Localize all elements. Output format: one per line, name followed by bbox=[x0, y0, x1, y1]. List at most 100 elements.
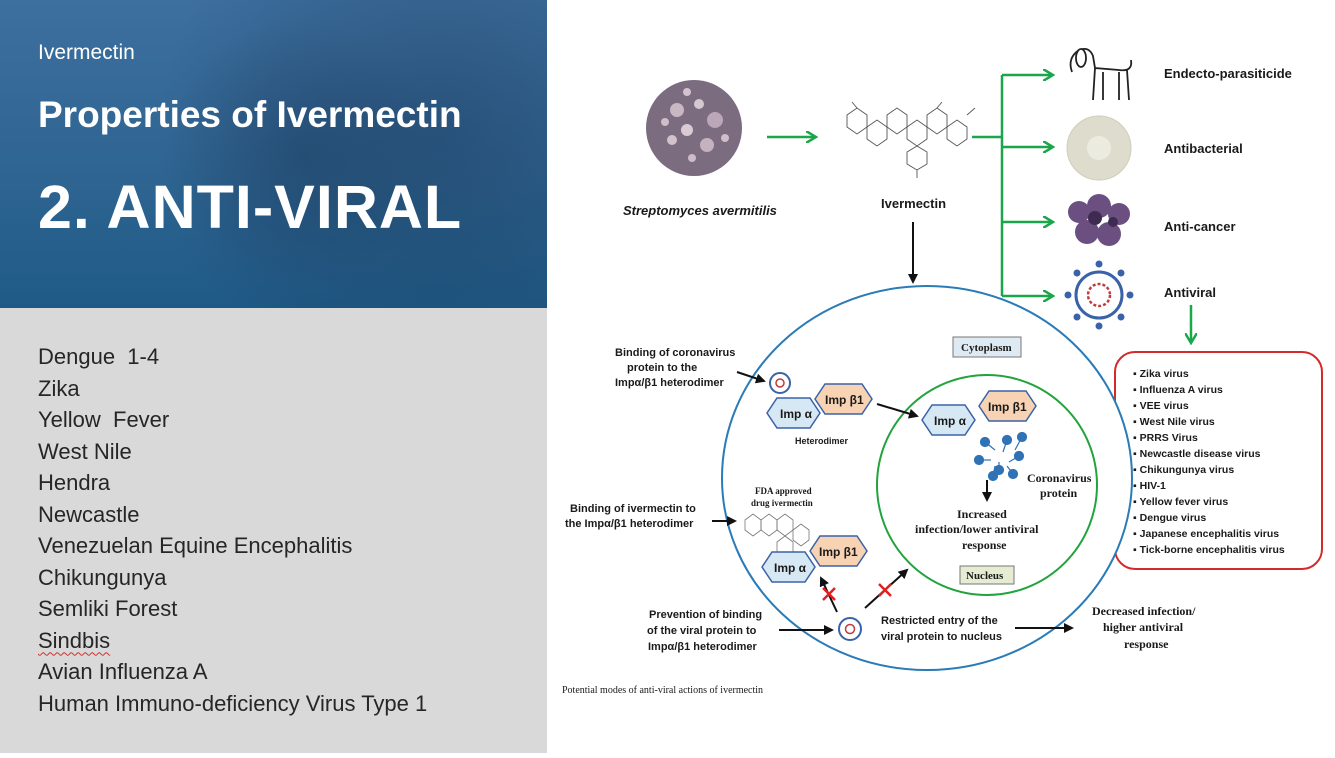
list-item: Yellow Fever bbox=[38, 407, 170, 432]
list-item: Sindbis bbox=[38, 627, 111, 653]
svg-text:▪ Newcastle disease virus: ▪ Newcastle disease virus bbox=[1133, 448, 1261, 460]
list-item: HIV-1 bbox=[1140, 480, 1166, 492]
list-item: Yellow fever virus bbox=[1139, 496, 1228, 508]
coronavirus-protein-label: Coronavirus protein bbox=[1027, 471, 1092, 500]
streptomyces-plate-icon bbox=[646, 80, 742, 176]
background-photo bbox=[0, 0, 547, 308]
svg-text:Imp β1: Imp β1 bbox=[988, 400, 1027, 414]
list-item: Human Immuno-deficiency Virus Type 1 bbox=[38, 690, 428, 716]
svg-text:response: response bbox=[962, 538, 1007, 552]
svg-text:▪ VEE virus: ▪ VEE virus bbox=[1133, 400, 1189, 412]
figure-caption: Potential modes of anti-viral actions of… bbox=[562, 685, 763, 696]
drug-label: Ivermectin bbox=[881, 196, 946, 211]
list-item: Newcastle disease virus bbox=[1140, 448, 1261, 460]
svg-text:Imp β1: Imp β1 bbox=[825, 393, 864, 407]
svg-text:Coronavirus: Coronavirus bbox=[1027, 471, 1092, 485]
virus-list-panel: Dengue 1-4 Zika Yellow Fever West Nile H… bbox=[0, 308, 547, 753]
property-label: Antibacterial bbox=[1164, 141, 1243, 156]
slide-subtitle: Ivermectin bbox=[38, 41, 135, 64]
svg-text:Restricted entry of the: Restricted entry of the bbox=[881, 615, 998, 627]
list-item: West Nile bbox=[38, 438, 132, 464]
svg-text:of the viral protein to: of the viral protein to bbox=[647, 625, 757, 637]
svg-text:▪ Influenza A virus: ▪ Influenza A virus bbox=[1133, 384, 1223, 396]
list-item: West Nile virus bbox=[1140, 416, 1215, 428]
svg-text:Heterodimer: Heterodimer bbox=[795, 436, 849, 446]
nucleus-outline bbox=[876, 374, 1098, 596]
list-item: Zika virus bbox=[1140, 368, 1189, 380]
svg-text:Impα/β1 heterodimer: Impα/β1 heterodimer bbox=[615, 377, 725, 389]
svg-text:Increased: Increased bbox=[957, 507, 1007, 521]
svg-text:higher antiviral: higher antiviral bbox=[1103, 620, 1184, 634]
svg-text:▪ Chikungunya virus: ▪ Chikungunya virus bbox=[1133, 464, 1234, 476]
list-item: Chikungunya bbox=[38, 564, 167, 590]
property-label: Anti-cancer bbox=[1164, 219, 1236, 234]
small-virus-icon bbox=[838, 617, 862, 641]
prevention-label: Prevention of binding of the viral prote… bbox=[647, 609, 762, 653]
cytoplasm-label-box bbox=[952, 336, 1022, 358]
property-label: Antiviral bbox=[1164, 285, 1216, 300]
binding-ivermectin-label: Binding of ivermectin to the Impα/β1 het… bbox=[565, 503, 696, 530]
list-item: Dengue virus bbox=[1140, 512, 1207, 524]
svg-text:Imp α: Imp α bbox=[774, 561, 807, 575]
svg-text:Imp α: Imp α bbox=[780, 407, 813, 421]
svg-text:▪ Japanese encephalitis virus: ▪ Japanese encephalitis virus bbox=[1133, 528, 1279, 540]
svg-text:viral protein to nucleus: viral protein to nucleus bbox=[881, 631, 1002, 643]
ivermectin-diagram: Streptomyces avermitilis Ivermectin bbox=[547, 0, 1335, 753]
cytoplasm-label: Cytoplasm bbox=[961, 342, 1012, 354]
cancer-cells-icon bbox=[1068, 194, 1130, 246]
nucleus-label: Nucleus bbox=[966, 570, 1004, 582]
fda-label: FDA approved drug ivermectin bbox=[751, 486, 813, 508]
property-label: Endecto-parasiticide bbox=[1164, 66, 1292, 81]
list-item: Japanese encephalitis virus bbox=[1140, 528, 1280, 540]
svg-text:▪ Dengue virus: ▪ Dengue virus bbox=[1133, 512, 1206, 524]
list-item: Hendra bbox=[38, 470, 111, 495]
increased-infection-label: Increased infection/lower antiviral resp… bbox=[915, 507, 1039, 552]
small-virus-icon bbox=[769, 372, 791, 394]
svg-text:drug ivermectin: drug ivermectin bbox=[751, 498, 813, 508]
property-arrows bbox=[972, 75, 1191, 342]
list-item: PRRS Virus bbox=[1140, 432, 1198, 444]
nucleus-label-box bbox=[959, 565, 1015, 585]
heterodimer-left: Imp α Imp β1 Heterodimer bbox=[766, 383, 873, 446]
list-item: Newcastle bbox=[38, 501, 140, 527]
list-item: VEE virus bbox=[1140, 400, 1189, 412]
svg-text:▪ Tick-borne encephalitis viru: ▪ Tick-borne encephalitis virus bbox=[1133, 544, 1285, 556]
cell-outline bbox=[721, 285, 1133, 671]
svg-text:▪ Zika virus: ▪ Zika virus bbox=[1133, 368, 1189, 380]
svg-text:protein: protein bbox=[1040, 486, 1077, 500]
list-item: Venezuelan Equine Encephalitis bbox=[38, 533, 353, 558]
source-label: Streptomyces avermitilis bbox=[623, 203, 777, 218]
binding-coronavirus-label: Binding of coronavirus protein to the Im… bbox=[615, 347, 735, 389]
decreased-infection-label: Decreased infection/ higher antiviral re… bbox=[1092, 604, 1196, 651]
virus-icon bbox=[1064, 260, 1134, 330]
svg-text:Binding of ivermectin to: Binding of ivermectin to bbox=[570, 503, 696, 515]
svg-text:Imp α: Imp α bbox=[934, 414, 967, 428]
list-item: Avian Influenza A bbox=[38, 659, 208, 684]
slide-title: Properties of Ivermectin bbox=[38, 94, 462, 135]
svg-text:response: response bbox=[1124, 637, 1169, 651]
list-item: Semliki Forest bbox=[38, 596, 178, 621]
blocked-icon bbox=[822, 583, 892, 601]
list-item: Influenza A virus bbox=[1140, 384, 1223, 396]
heterodimer-nucleus: Imp α Imp β1 bbox=[921, 390, 1037, 436]
ivermectin-molecule-icon bbox=[846, 101, 976, 178]
list-item: Zika bbox=[38, 375, 80, 401]
svg-text:Decreased infection/: Decreased infection/ bbox=[1092, 604, 1196, 618]
header-panel: Ivermectin Properties of Ivermectin 2. A… bbox=[0, 0, 547, 308]
coronavirus-protein-icon bbox=[973, 431, 1028, 482]
antiviral-virus-list: ▪ Zika virus ▪ Influenza A virus ▪ VEE v… bbox=[1133, 368, 1285, 556]
bacteria-plate-icon bbox=[1066, 115, 1132, 181]
list-item: Tick-borne encephalitis virus bbox=[1140, 544, 1285, 556]
virus-list: Dengue 1-4 Zika Yellow Fever West Nile H… bbox=[38, 341, 427, 719]
list-item: Dengue 1-4 bbox=[38, 344, 160, 369]
svg-text:▪ PRRS Virus: ▪ PRRS Virus bbox=[1133, 432, 1198, 444]
svg-text:infection/lower antiviral: infection/lower antiviral bbox=[915, 522, 1039, 536]
svg-text:Binding of coronavirus: Binding of coronavirus bbox=[615, 347, 735, 359]
svg-text:▪ West Nile virus: ▪ West Nile virus bbox=[1133, 416, 1215, 428]
dog-icon bbox=[1069, 47, 1133, 101]
list-item: Chikungunya virus bbox=[1140, 464, 1235, 476]
svg-text:Prevention of binding: Prevention of binding bbox=[649, 609, 762, 621]
heterodimer-drug: Imp α Imp β1 bbox=[761, 535, 868, 583]
svg-text:FDA approved: FDA approved bbox=[755, 486, 812, 496]
svg-text:▪ Yellow fever virus: ▪ Yellow fever virus bbox=[1133, 496, 1228, 508]
